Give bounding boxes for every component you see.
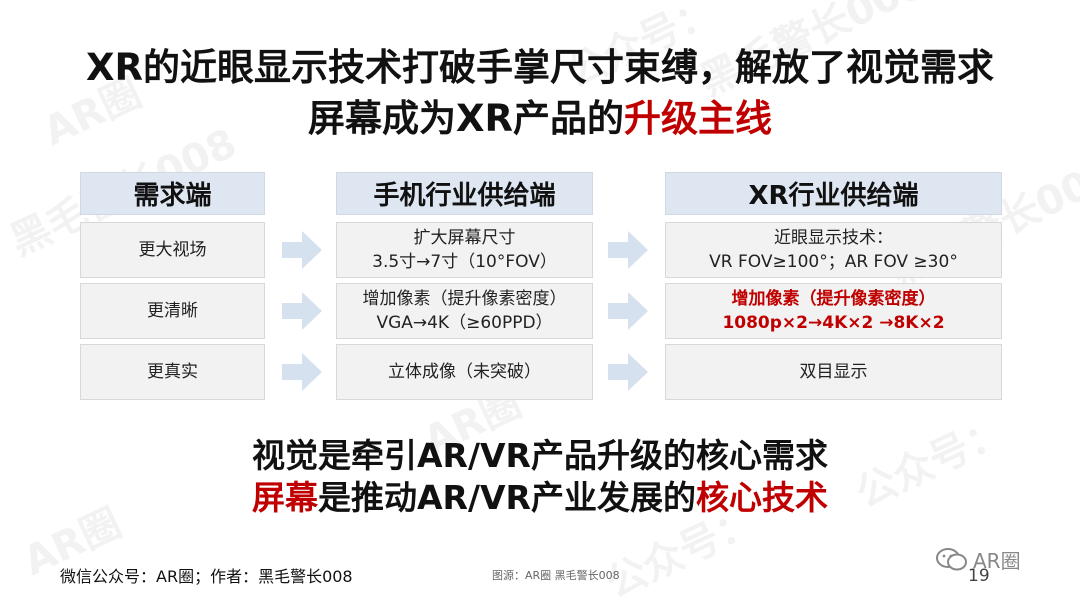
phone-cell: 立体成像（未突破）: [336, 344, 593, 400]
demand-cell: 更清晰: [80, 283, 265, 339]
conclusion-mid: 是推动AR/VR产业发展的: [318, 478, 696, 517]
wechat-icon: [936, 547, 967, 570]
header-phone-supply: 手机行业供给端: [336, 172, 593, 215]
xr-cell: 双目显示: [665, 344, 1002, 400]
arrow-right-icon: [282, 292, 322, 330]
wechat-brand: AR圈: [935, 545, 1021, 574]
header-xr-supply: XR行业供给端: [665, 172, 1002, 215]
conclusion-line1: 视觉是牵引AR/VR产品升级的核心需求: [252, 436, 828, 475]
brand-label: AR圈: [973, 549, 1021, 573]
arrow-right-icon: [282, 231, 322, 269]
footer-credit: 微信公众号：AR圈；作者：黑毛警长008: [60, 567, 353, 586]
slide-title-line1: XR的近眼显示技术打破手掌尺寸束缚，解放了视觉需求: [85, 46, 995, 89]
page-number: 19: [968, 566, 990, 586]
conclusion-red-core: 核心技术: [695, 478, 828, 517]
xr-cell: 近眼显示技术： VR FOV≥100°；AR FOV ≥30°: [665, 222, 1002, 278]
xr-cell-highlight: 增加像素（提升像素密度） 1080p×2→4K×2 →8K×2: [665, 283, 1002, 339]
conclusion-red-screen: 屏幕: [252, 478, 319, 517]
demand-cell: 更大视场: [80, 222, 265, 278]
slide-title-line2: 屏幕成为XR产品的升级主线: [0, 96, 1080, 142]
phone-cell: 增加像素（提升像素密度） VGA→4K（≥60PPD）: [336, 283, 593, 339]
image-source: 图源：AR圈 黑毛警长008: [492, 569, 620, 582]
arrow-right-icon: [608, 292, 648, 330]
conclusion-line2: 屏幕是推动AR/VR产业发展的核心技术: [0, 477, 1080, 519]
title-highlight: 升级主线: [624, 97, 773, 140]
arrow-right-icon: [282, 353, 322, 391]
header-demand: 需求端: [80, 172, 265, 215]
title-prefix: 屏幕成为XR产品的: [307, 97, 625, 140]
phone-cell: 扩大屏幕尺寸 3.5寸→7寸（10°FOV）: [336, 222, 593, 278]
arrow-right-icon: [608, 231, 648, 269]
arrow-right-icon: [608, 353, 648, 391]
demand-cell: 更真实: [80, 344, 265, 400]
